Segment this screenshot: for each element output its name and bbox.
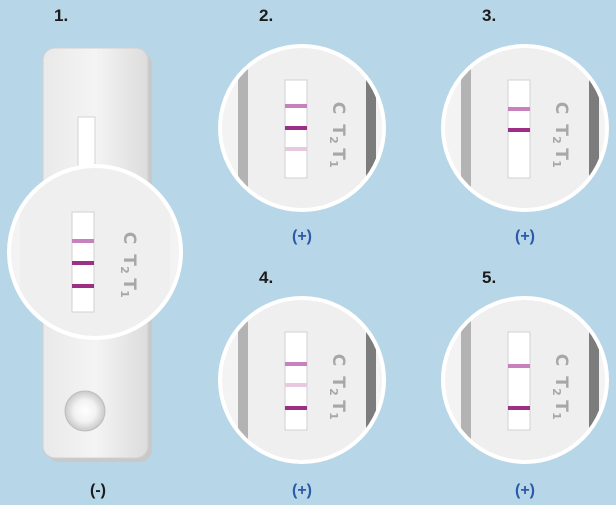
svg-text:C: C (551, 354, 571, 366)
svg-text:T: T (551, 400, 571, 412)
test-number-5: 5. (482, 268, 497, 287)
test-result-4: (+) (292, 482, 312, 499)
test-number-3: 3. (482, 6, 497, 25)
t1-label: T (119, 278, 139, 290)
svg-text:2: 2 (550, 136, 563, 144)
test-result-1: (-) (90, 482, 106, 499)
magnifier-2: C T 2 T 1 (218, 44, 386, 212)
sample-well (64, 390, 106, 432)
svg-text:T: T (551, 376, 571, 388)
test-number-2: 2. (259, 6, 274, 25)
svg-text:T: T (551, 124, 571, 136)
t2-label: T (119, 254, 139, 266)
magnifier-3: C T 2 T 1 (441, 44, 609, 212)
magnifier-1: C T 2 T 1 (7, 164, 183, 340)
test-number-4: 4. (259, 268, 274, 287)
magnifier-5: C T 2 T 1 (441, 296, 609, 464)
svg-text:C: C (551, 102, 571, 114)
svg-text:2: 2 (550, 388, 563, 396)
svg-text:1: 1 (327, 412, 340, 420)
test-number-1: 1. (54, 6, 69, 25)
svg-text:T: T (328, 400, 348, 412)
control-line (72, 239, 94, 243)
svg-text:1: 1 (327, 160, 340, 168)
svg-text:T: T (328, 148, 348, 160)
t1-line (72, 284, 94, 288)
svg-text:C: C (328, 102, 348, 114)
test-result-2: (+) (292, 228, 312, 245)
svg-text:1: 1 (550, 160, 563, 168)
svg-text:T: T (551, 148, 571, 160)
svg-text:1: 1 (550, 412, 563, 420)
svg-text:T: T (328, 124, 348, 136)
t2-line (72, 261, 94, 265)
magnifier-4: C T 2 T 1 (218, 296, 386, 464)
svg-text:2: 2 (118, 266, 131, 274)
svg-text:1: 1 (118, 290, 131, 298)
c-label: C (119, 232, 139, 244)
svg-text:C: C (328, 354, 348, 366)
svg-text:2: 2 (327, 136, 340, 144)
svg-text:2: 2 (327, 388, 340, 396)
test-result-3: (+) (515, 228, 535, 245)
svg-text:T: T (328, 376, 348, 388)
test-result-5: (+) (515, 482, 535, 499)
